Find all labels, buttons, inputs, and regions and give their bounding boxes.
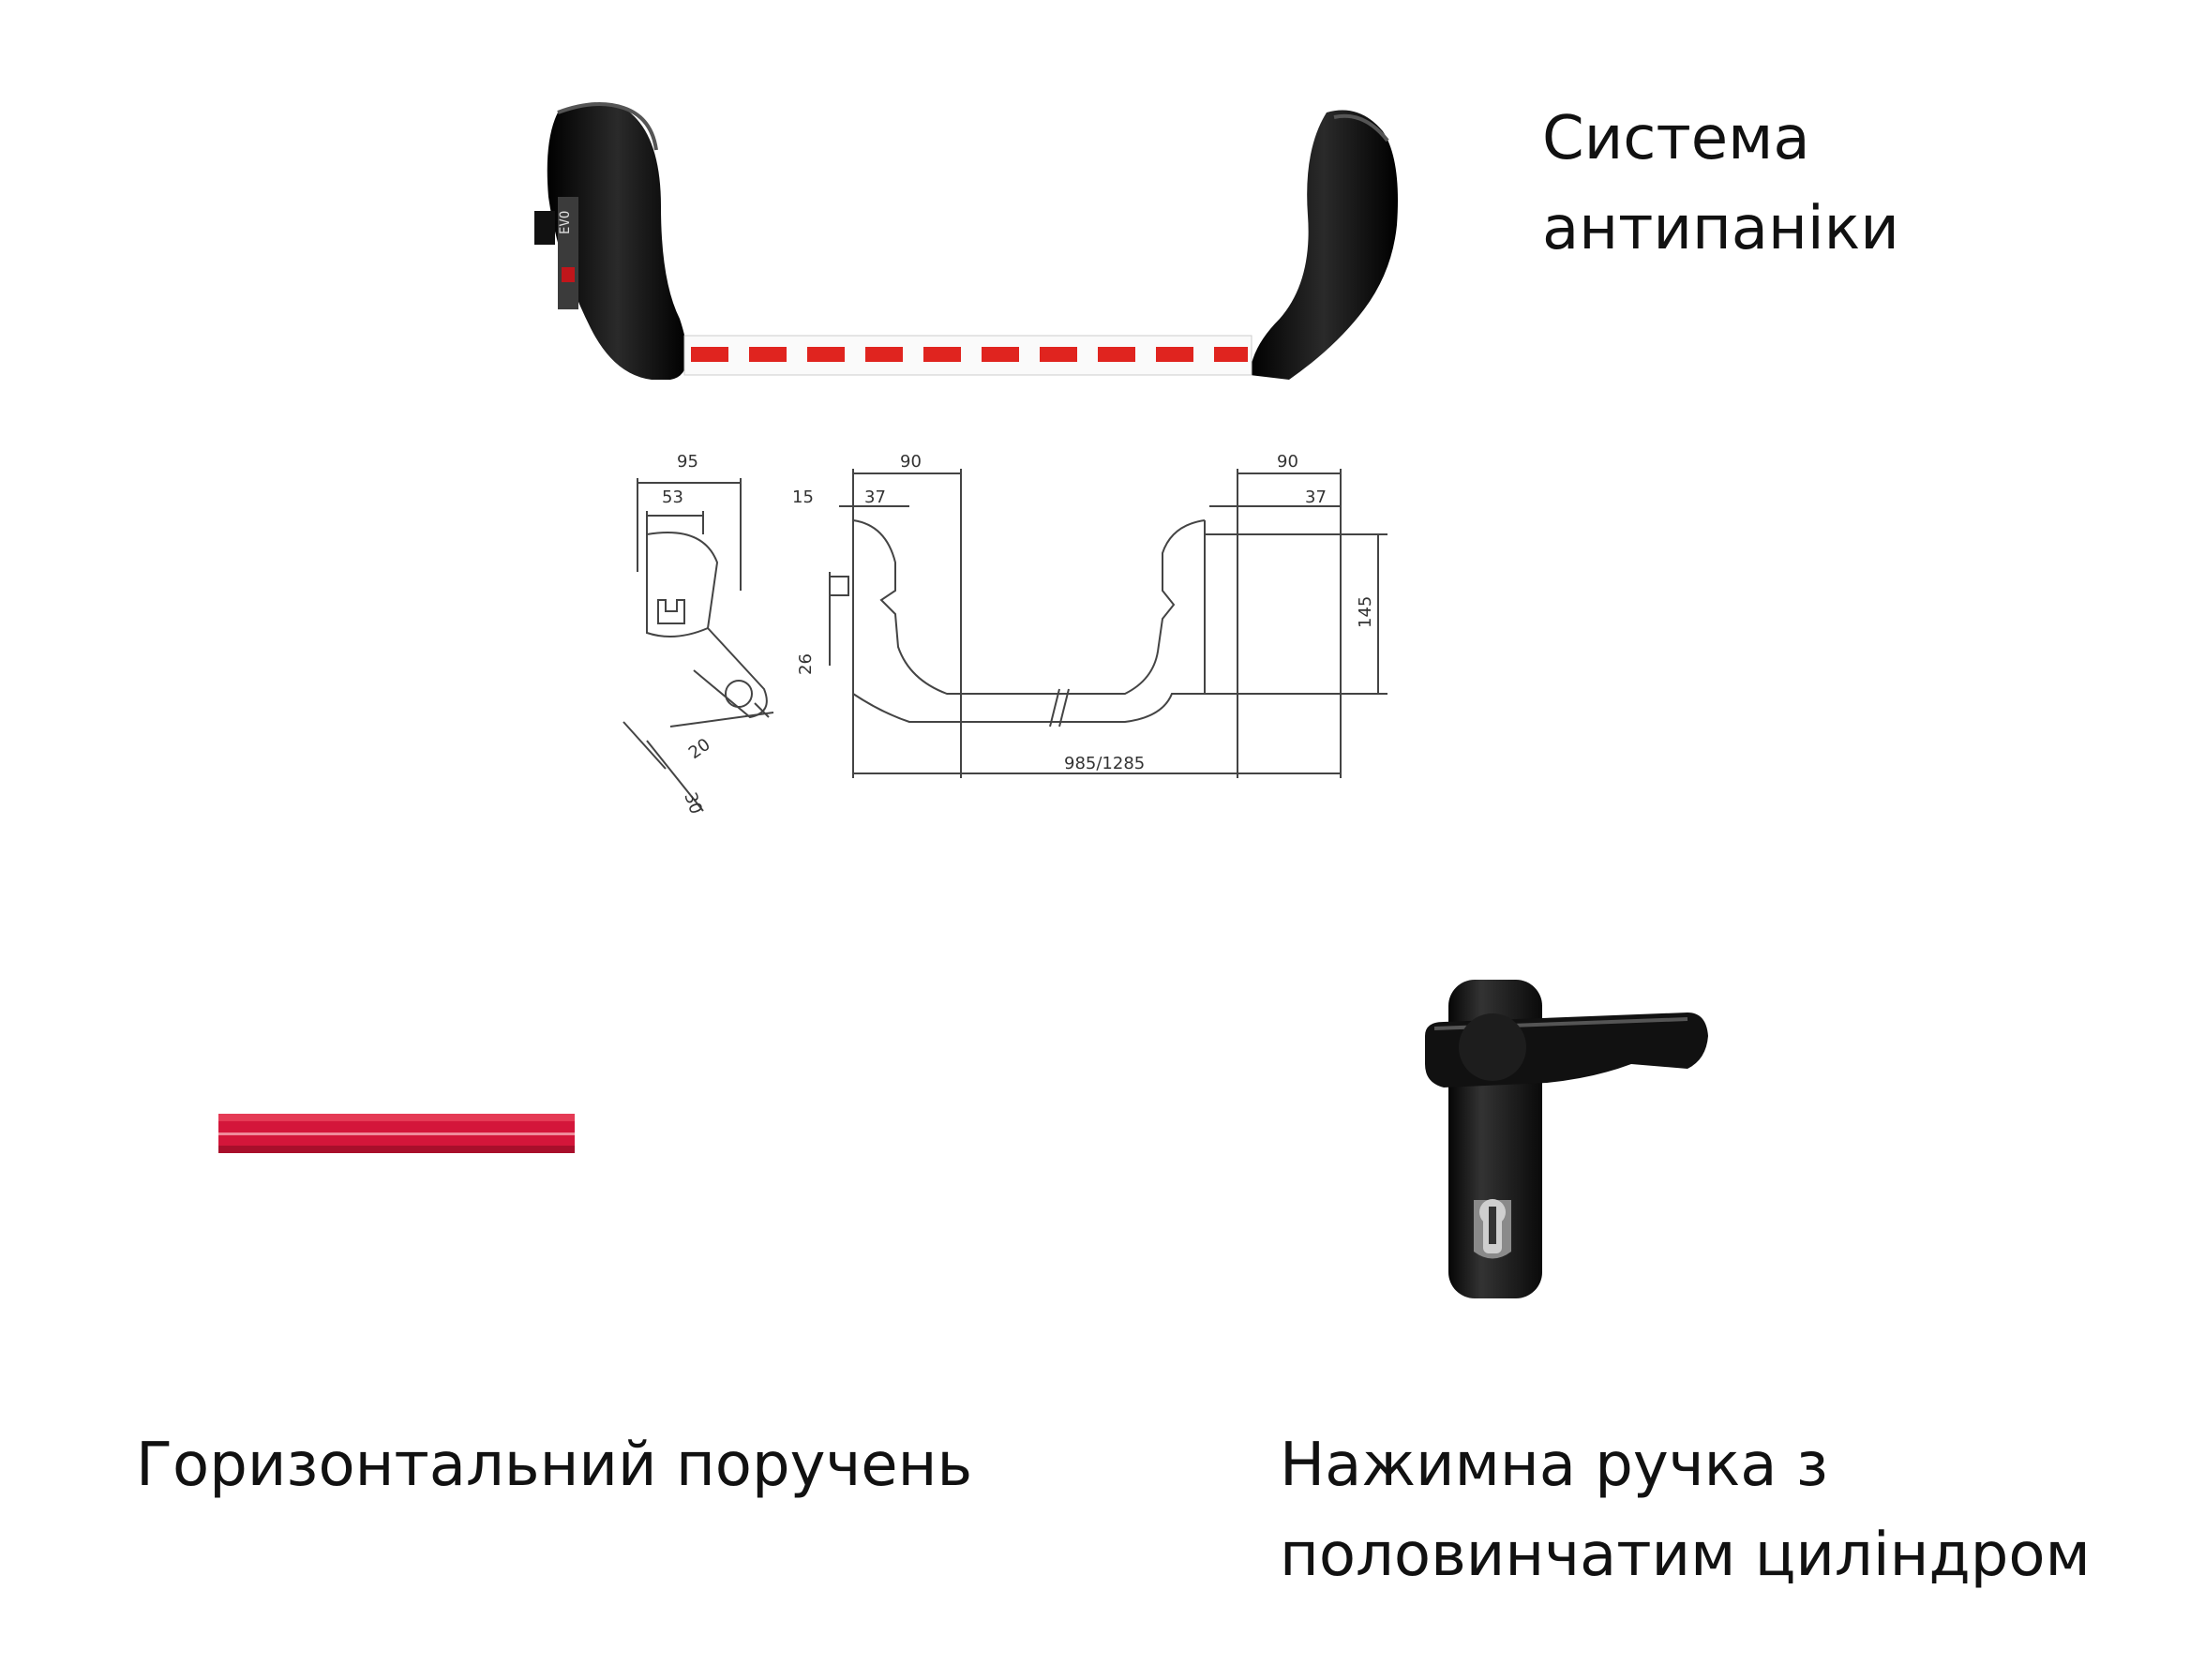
dim-total-length: 985/1285 xyxy=(1064,754,1145,773)
caption-line: Система xyxy=(1542,104,1810,173)
horizontal-rail-photo xyxy=(218,1114,575,1153)
red-dashed-stripe xyxy=(691,347,1248,362)
dim-20: 20 xyxy=(685,735,714,763)
caption-line: Нажимна ручка з xyxy=(1280,1431,1828,1500)
svg-text:EVO: EVO xyxy=(558,211,573,234)
dim-15: 15 xyxy=(792,488,814,507)
dim-145: 145 xyxy=(1356,596,1375,628)
dim-90-right: 90 xyxy=(1277,452,1298,472)
push-handle-photo xyxy=(1425,980,1708,1298)
caption-line: антипаніки xyxy=(1542,194,1899,263)
caption-line: Горизонтальний поручень xyxy=(136,1431,973,1500)
dim-37-left: 37 xyxy=(864,488,886,507)
panic-bar-photo: EVO xyxy=(534,102,1398,380)
caption-push-handle: Нажимна ручка з половинчатим циліндром xyxy=(1280,1420,2091,1600)
dim-95: 95 xyxy=(677,452,698,472)
panic-bar-technical-drawing: 95 53 90 15 37 26 90 37 145 20 30 985/12… xyxy=(622,452,1388,818)
dim-26: 26 xyxy=(796,653,816,675)
dim-90-left: 90 xyxy=(900,452,922,472)
dim-37-right: 37 xyxy=(1305,488,1327,507)
caption-line: половинчатим циліндром xyxy=(1280,1521,2091,1590)
caption-antipanic-system: Система антипаніки xyxy=(1542,94,1899,274)
caption-horizontal-rail: Горизонтальний поручень xyxy=(136,1420,972,1510)
dim-30: 30 xyxy=(680,790,706,818)
dim-53: 53 xyxy=(662,488,683,507)
